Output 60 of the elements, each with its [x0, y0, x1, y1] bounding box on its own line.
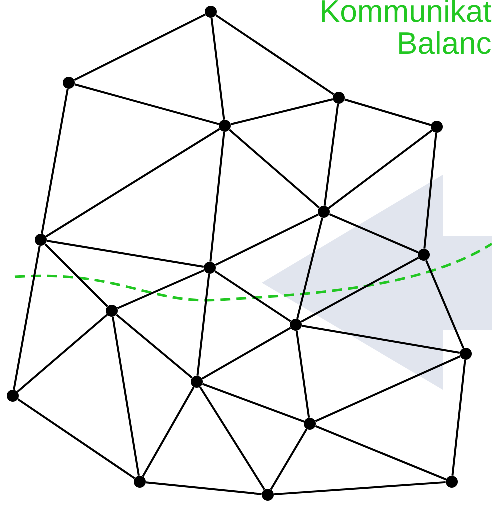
heading-text: Kommunikat	[322, 0, 492, 22]
mesh-edge	[199, 386, 266, 490]
mesh-edge	[17, 314, 108, 393]
mesh-edge	[142, 386, 195, 478]
mesh-node	[446, 476, 458, 488]
mesh-node	[106, 305, 118, 317]
mesh-node	[418, 249, 430, 261]
mesh-node	[134, 476, 146, 488]
mesh-edge	[74, 84, 220, 126]
mesh-edge	[74, 14, 206, 82]
mesh-node	[262, 489, 274, 501]
mesh-edge	[424, 133, 438, 249]
mesh-edge	[116, 314, 193, 379]
mesh-edge	[296, 218, 324, 320]
mesh-edge	[215, 214, 319, 266]
mesh-edge	[329, 214, 419, 254]
mesh-node	[290, 319, 302, 331]
mesh-edge	[230, 98, 334, 126]
mesh-node	[460, 348, 472, 360]
mesh-node	[333, 92, 345, 104]
mesh-edge	[210, 18, 226, 120]
mesh-edge	[315, 356, 461, 422]
mesh-edge	[302, 325, 460, 354]
mesh-node	[63, 77, 75, 89]
mesh-edge	[196, 274, 210, 376]
mesh-edge	[46, 128, 220, 238]
mesh-node	[204, 262, 216, 274]
mesh-edge	[270, 428, 308, 490]
mesh-edge	[44, 244, 108, 308]
mesh-edge	[216, 14, 334, 96]
mesh-node	[219, 120, 231, 132]
mesh-edge	[146, 482, 262, 496]
mesh-edge	[46, 240, 204, 268]
mesh-edge	[41, 88, 69, 234]
mesh-node	[35, 234, 47, 246]
mesh-edge	[426, 260, 464, 349]
mesh-edge	[214, 270, 292, 322]
mesh-node	[191, 376, 203, 388]
mesh-edge	[210, 132, 226, 262]
mesh-edge	[300, 257, 420, 323]
mesh-node	[205, 6, 217, 18]
mesh-node	[431, 121, 443, 133]
mesh-edge	[117, 270, 205, 310]
mesh-edge	[452, 360, 466, 476]
mesh-edge	[274, 481, 446, 496]
mesh-edge	[202, 383, 305, 423]
mesh-edge	[315, 425, 447, 481]
mesh-edge	[112, 316, 140, 476]
mesh-edge	[324, 104, 340, 206]
heading-text: Balanc	[400, 32, 491, 54]
mesh-node	[7, 390, 19, 402]
mesh-edge	[344, 98, 432, 126]
mesh-edge	[13, 246, 41, 390]
mesh-node	[304, 418, 316, 430]
mesh-edge	[296, 331, 310, 418]
mesh-node	[318, 206, 330, 218]
mesh-edge	[328, 130, 433, 210]
mesh-edge	[202, 327, 292, 380]
mesh-edge	[18, 398, 136, 480]
mesh-edge	[229, 129, 320, 209]
